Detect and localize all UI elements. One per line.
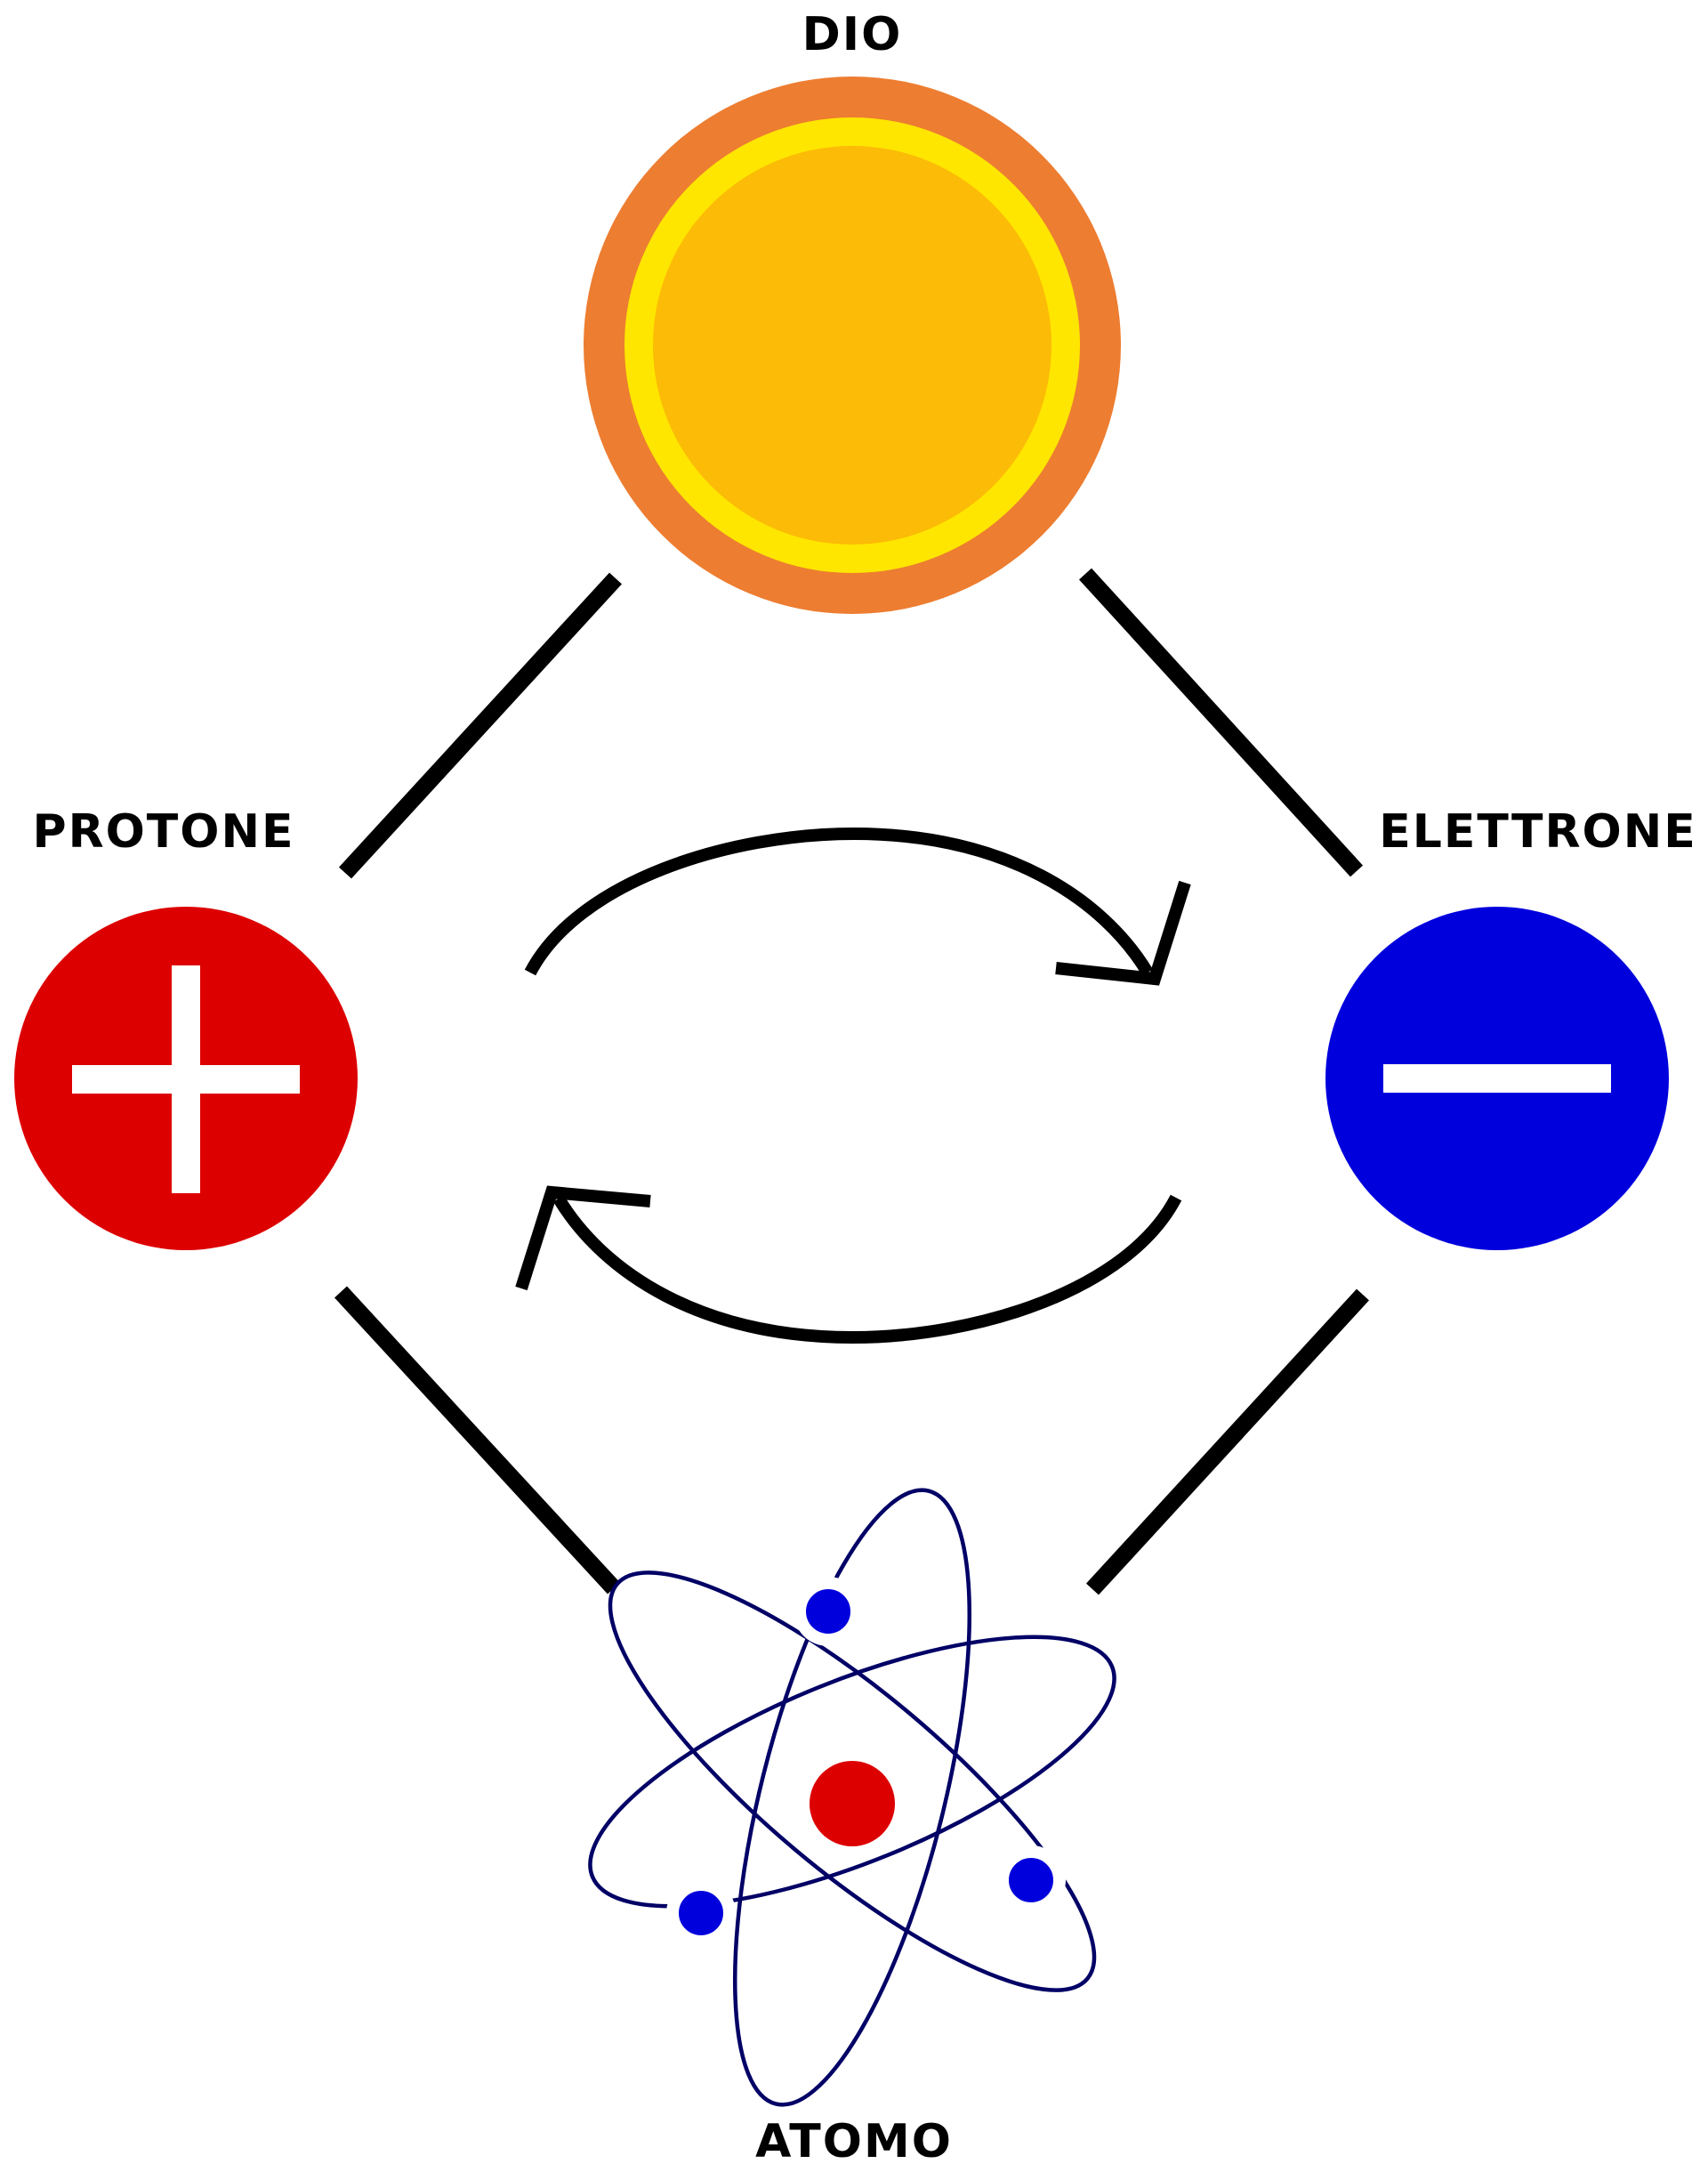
electron-dot — [666, 1878, 736, 1948]
cycle-arrows — [515, 827, 1191, 1344]
label-atomo: ATOMO — [755, 2115, 953, 2168]
line-dio-elettrone — [1078, 568, 1364, 877]
label-protone: PROTONE — [32, 805, 294, 859]
atom-icon — [588, 1488, 1116, 2107]
label-elettrone: ELETTRONE — [1379, 805, 1697, 859]
connector-lines — [334, 568, 1369, 1595]
minus-icon — [1325, 907, 1669, 1250]
line-dio-protone — [339, 572, 622, 879]
sun-icon — [584, 77, 1121, 614]
nucleus — [810, 1761, 895, 1846]
arrow-right-icon — [524, 827, 1191, 986]
arrow-left-icon — [515, 1185, 1182, 1344]
line-protone-atomo — [334, 1286, 620, 1595]
electron-dot — [996, 1845, 1066, 1915]
electron-dot — [794, 1577, 863, 1646]
label-dio: DIO — [802, 8, 903, 61]
line-elettrone-atomo — [1086, 1288, 1369, 1595]
plus-icon — [14, 907, 358, 1250]
